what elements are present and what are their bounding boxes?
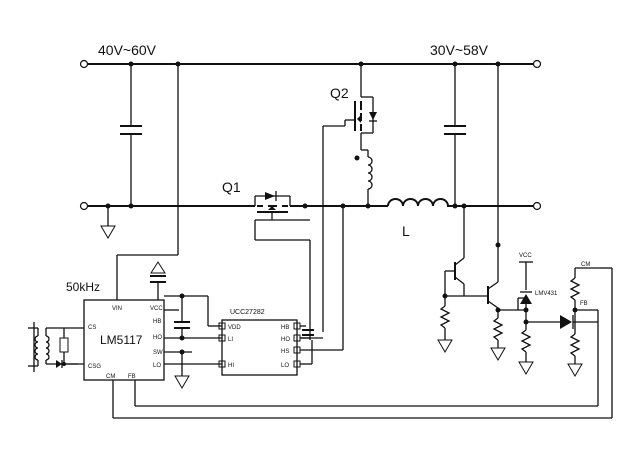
- vout-sense-wire: [463, 61, 501, 250]
- current-sense-network: [28, 322, 84, 372]
- lm5117-to-driver-wires: [164, 293, 222, 389]
- ucc27282-pin-hs: HS: [281, 349, 289, 355]
- lmv431-reference: [517, 261, 534, 375]
- lm5117-controller: LM5117 VIN VCC HB HO SW LO CS CSG CM FB: [83, 299, 165, 381]
- output-capacitor: [444, 61, 466, 206]
- q2-coil: [354, 149, 373, 209]
- ucc27282-pin-li: LI: [228, 337, 233, 343]
- vin-range-label: 40V~60V: [98, 42, 157, 58]
- lm5117-pin-sw: SW: [153, 350, 163, 356]
- fb-divider: [567, 267, 600, 377]
- ucc27282-pin-ho: HO: [281, 337, 290, 343]
- lm5117-pin-vcc: VCC: [150, 306, 163, 312]
- output-terminal-top: [532, 59, 542, 69]
- frequency-label: 50kHz: [66, 280, 100, 294]
- feedback-return-wires: [112, 267, 613, 419]
- vcc-label: VCC: [519, 253, 532, 259]
- inductor-label: L: [402, 223, 410, 239]
- ucc27282-name: UCC27282: [230, 309, 265, 316]
- lm5117-pin-fb: FB: [128, 374, 136, 380]
- switch-node-wire: [302, 203, 346, 350]
- ground-symbol-input: [100, 203, 116, 239]
- fb-diode: [523, 315, 598, 329]
- main-inductor: [368, 198, 467, 209]
- bottom-rail: [79, 201, 542, 211]
- sense-transistor-right: [487, 242, 526, 361]
- input-terminal-top: [79, 59, 89, 69]
- lm5117-vcc-ground: [150, 261, 166, 300]
- lm5117-name: LM5117: [100, 333, 143, 347]
- q2-label: Q2: [330, 85, 349, 101]
- input-terminal-bottom: [79, 201, 89, 211]
- ucc27282-pin-vdd: VDD: [228, 325, 241, 331]
- lm5117-pin-lo: LO: [153, 363, 161, 369]
- ucc27282-driver: UCC27282 VDD LI HI HB HO HS LO: [218, 309, 301, 376]
- lm5117-pin-csg: CSG: [88, 364, 101, 370]
- ucc27282-pin-hb: HB: [281, 325, 289, 331]
- vin-feed-wire: [116, 61, 181, 300]
- lm5117-pin-ho: HO: [153, 335, 162, 341]
- lm5117-pin-hb: HB: [153, 319, 161, 325]
- q1-label: Q1: [222, 179, 241, 195]
- driver-output-wires: [300, 325, 343, 365]
- top-rail: [79, 59, 542, 69]
- sense-transistor-left: [437, 250, 488, 353]
- output-terminal-bottom: [532, 201, 542, 211]
- lmv431-label: LMV431: [535, 291, 558, 297]
- lm5117-pin-cs: CS: [88, 325, 96, 331]
- q1-mosfet: [254, 191, 311, 340]
- ucc27282-pin-hi: HI: [228, 363, 234, 369]
- ucc27282-pin-lo: LO: [281, 363, 289, 369]
- lm5117-pin-cm: CM: [106, 374, 115, 380]
- cm-label: CM: [581, 262, 590, 268]
- fb-label: FB: [580, 301, 588, 307]
- input-capacitor: [120, 61, 142, 209]
- vout-range-label: 30V~58V: [430, 42, 489, 58]
- lm5117-pin-vin: VIN: [112, 306, 122, 312]
- q2-mosfet: [322, 61, 377, 332]
